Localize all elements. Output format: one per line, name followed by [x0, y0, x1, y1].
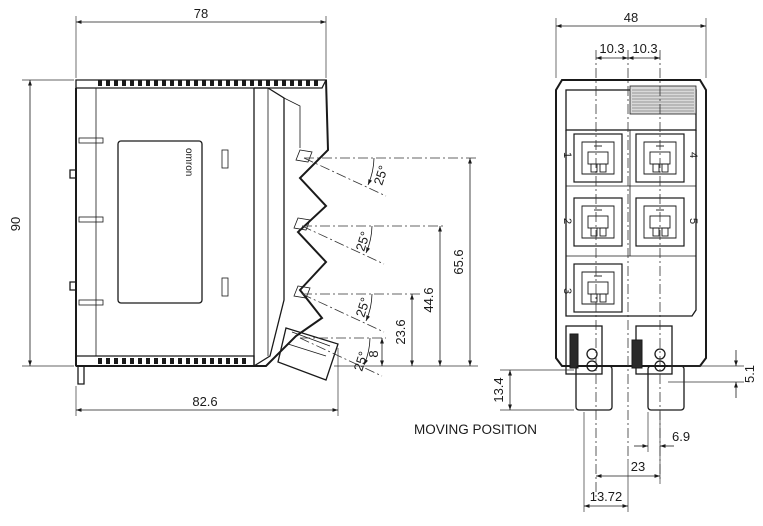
offset-dimension-8: 8	[366, 350, 381, 357]
rj45-port	[573, 197, 623, 247]
moving-position-caption: MOVING POSITION	[414, 422, 537, 437]
terminal-dimension-13-4: 13.4	[491, 377, 506, 402]
vent-hatch	[629, 85, 697, 115]
offset-dimension-65-6: 65.6	[451, 249, 466, 274]
rj45-port	[573, 263, 623, 313]
front-width-dimension: 48	[624, 10, 638, 25]
angle-label-1: 25°	[371, 164, 391, 187]
terminal-block-right	[631, 325, 685, 411]
port-number-4: 4	[687, 152, 699, 158]
front-view: 1 4 2 5 3 48 10.3	[491, 10, 757, 512]
side-view: omron 78 90 82.6	[8, 6, 478, 416]
din-rail-clip	[69, 169, 76, 291]
offset-dimension-23-6: 23.6	[393, 319, 408, 344]
angle-label-3: 25°	[353, 296, 373, 319]
angle-construction	[299, 157, 478, 377]
terminal-dimension-5-1: 5.1	[742, 365, 757, 383]
angle-label-2: 25°	[353, 230, 373, 253]
port-number-3: 3	[561, 288, 573, 294]
side-width-dimension: 78	[194, 6, 208, 21]
angle-labels: 25° 25° 25° 25°	[351, 164, 391, 373]
offset-dimension-44-6: 44.6	[421, 287, 436, 312]
top-fins	[75, 79, 328, 89]
terminal-dimension-6-9: 6.9	[672, 429, 690, 444]
brand-text: omron	[183, 148, 194, 176]
rj45-port	[573, 133, 623, 183]
terminal-dimension-13-72: 13.72	[590, 489, 623, 504]
bottom-fins	[75, 355, 255, 367]
side-height-dimension: 90	[8, 217, 23, 231]
terminal-block-left	[565, 325, 613, 411]
port-number-5: 5	[687, 218, 699, 224]
pitch-dimension-right: 10.3	[632, 41, 657, 56]
terminal-dimension-23: 23	[631, 459, 645, 474]
front-housing	[555, 79, 707, 367]
rj45-ports	[573, 133, 685, 313]
angle-label-4: 25°	[351, 350, 371, 373]
pitch-dimension-left: 10.3	[599, 41, 624, 56]
terminal-plug	[277, 327, 339, 381]
housing-outline	[75, 79, 330, 367]
port-number-1: 1	[561, 152, 573, 158]
label-window	[117, 140, 203, 304]
side-slots	[78, 137, 229, 306]
port-tabs	[293, 149, 313, 299]
front-body	[253, 87, 285, 367]
side-depth-dimension: 82.6	[192, 394, 217, 409]
port-number-2: 2	[561, 218, 573, 224]
